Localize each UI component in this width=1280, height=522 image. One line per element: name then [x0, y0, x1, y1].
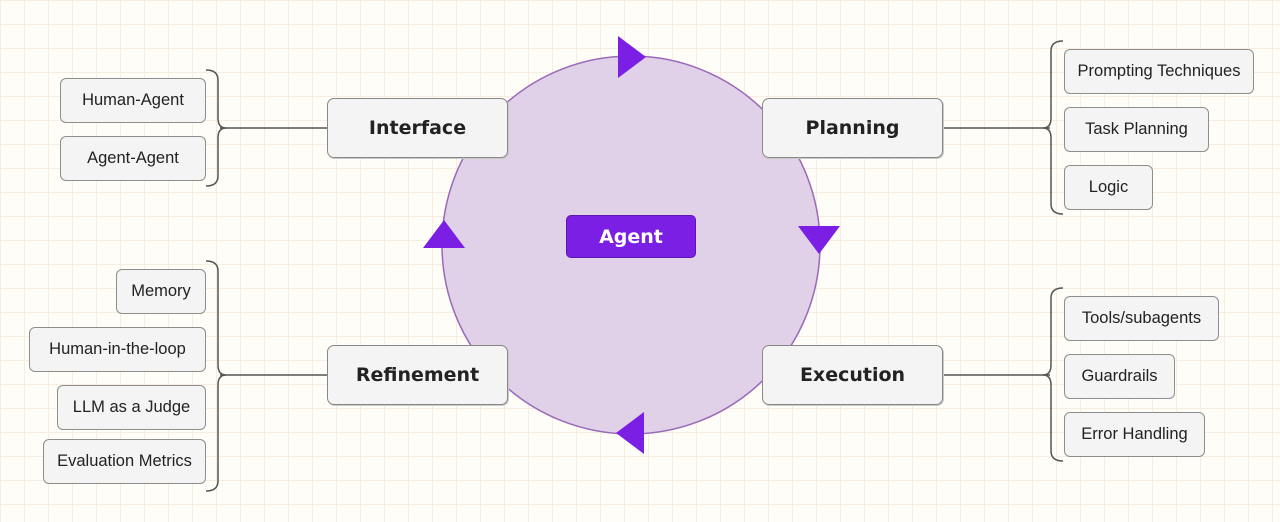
arrow-bottom-left-icon — [616, 412, 644, 454]
leaf-human-in-the-loop: Human-in-the-loop — [29, 327, 206, 372]
leaf-evaluation-metrics: Evaluation Metrics — [43, 439, 206, 484]
arrow-up-left-icon — [423, 220, 465, 248]
hub-execution: Execution — [762, 345, 943, 405]
hub-refinement: Refinement — [327, 345, 508, 405]
arrow-top-right-icon — [618, 36, 646, 78]
leaf-human-agent: Human-Agent — [60, 78, 206, 123]
hub-interface: Interface — [327, 98, 508, 158]
bracket-interface — [205, 69, 227, 187]
bracket-execution — [1042, 287, 1064, 462]
arrow-down-right-icon — [798, 226, 840, 254]
leaf-task-planning: Task Planning — [1064, 107, 1209, 152]
agent-center-node: Agent — [566, 215, 696, 258]
leaf-prompting-techniques: Prompting Techniques — [1064, 49, 1254, 94]
leaf-llm-as-a-judge: LLM as a Judge — [57, 385, 206, 430]
leaf-agent-agent: Agent-Agent — [60, 136, 206, 181]
bracket-refinement — [205, 260, 227, 492]
leaf-logic: Logic — [1064, 165, 1153, 210]
leaf-memory: Memory — [116, 269, 206, 314]
hub-planning: Planning — [762, 98, 943, 158]
leaf-tools-subagents: Tools/subagents — [1064, 296, 1219, 341]
leaf-error-handling: Error Handling — [1064, 412, 1205, 457]
bracket-planning — [1042, 40, 1064, 215]
leaf-guardrails: Guardrails — [1064, 354, 1175, 399]
